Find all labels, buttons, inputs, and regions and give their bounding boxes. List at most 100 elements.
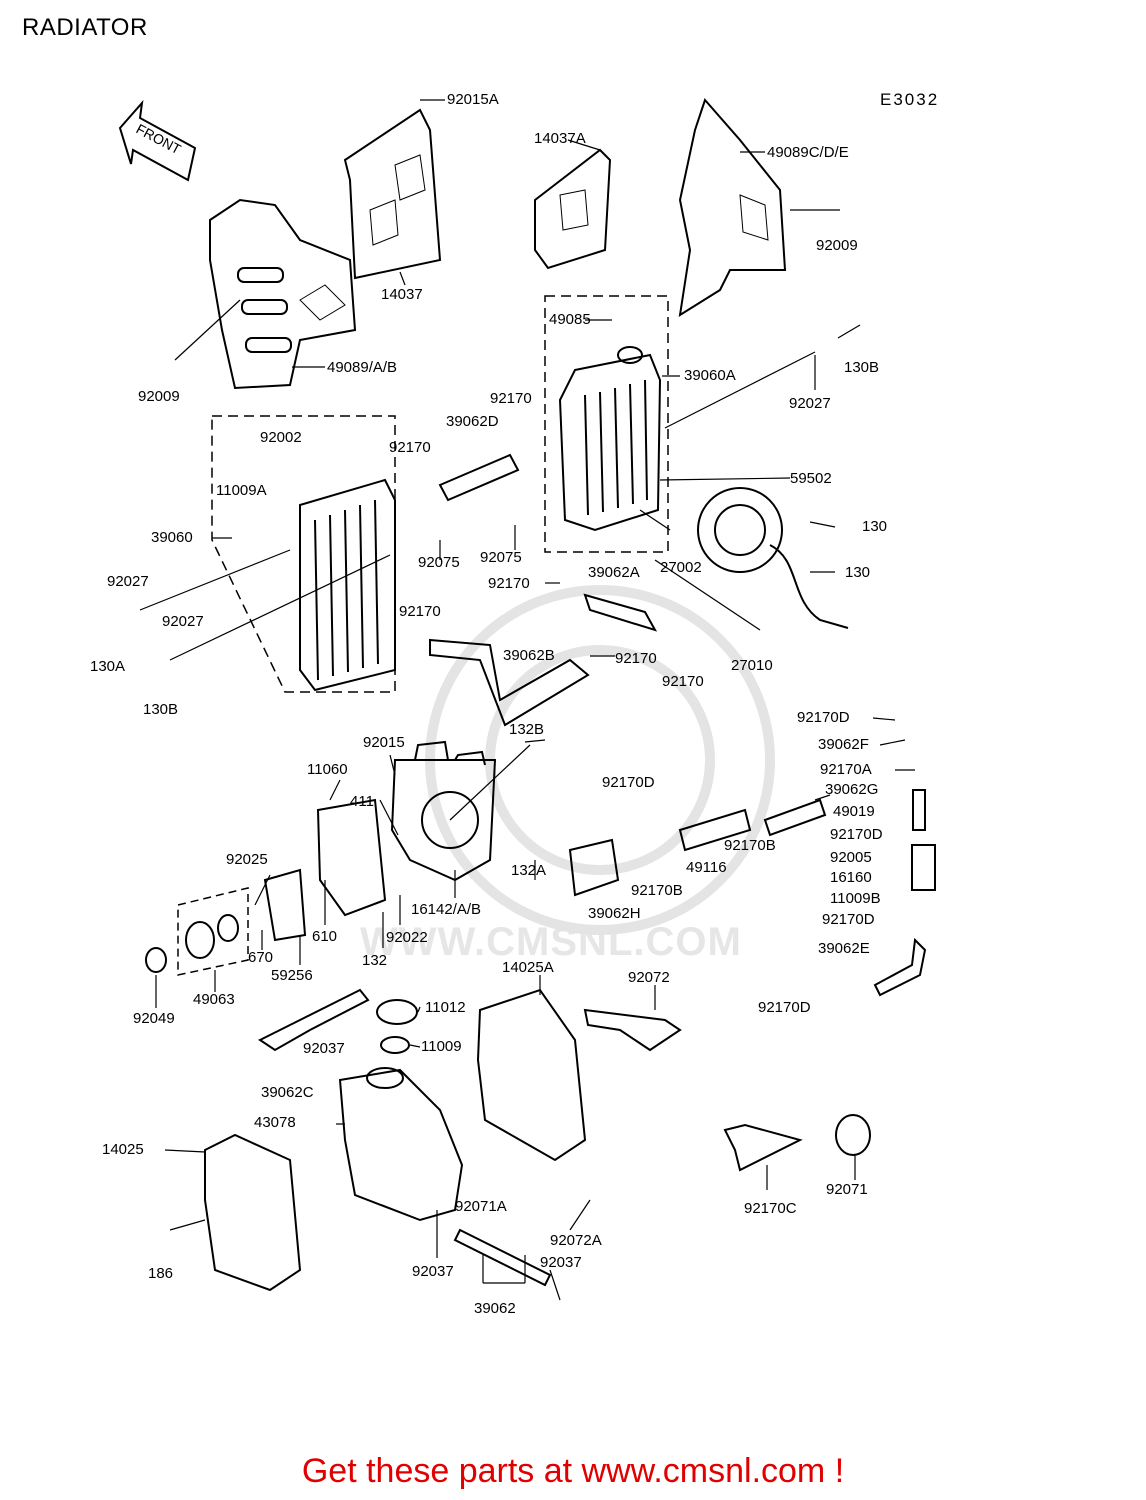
part-label[interactable]: 92009 bbox=[138, 388, 180, 405]
part-label[interactable]: 14025 bbox=[102, 1141, 144, 1158]
part-label[interactable]: 14037A bbox=[534, 130, 586, 147]
part-label[interactable]: 92009 bbox=[816, 237, 858, 254]
part-label[interactable]: 49085 bbox=[549, 311, 591, 328]
part-label[interactable]: 92170D bbox=[830, 826, 883, 843]
part-label[interactable]: 92049 bbox=[133, 1010, 175, 1027]
overflow-hose-39062 bbox=[453, 1228, 552, 1287]
part-label[interactable]: 92027 bbox=[162, 613, 204, 630]
part-label[interactable]: 92170D bbox=[797, 709, 850, 726]
part-label[interactable]: 92037 bbox=[303, 1040, 345, 1057]
part-label[interactable]: 39062D bbox=[446, 413, 499, 430]
part-label[interactable]: 92170D bbox=[758, 999, 811, 1016]
part-label[interactable]: 49019 bbox=[833, 803, 875, 820]
part-label[interactable]: 11009B bbox=[830, 890, 881, 907]
part-label[interactable]: 92170 bbox=[399, 603, 441, 620]
part-label[interactable]: 14037 bbox=[381, 286, 423, 303]
part-label[interactable]: 92072A bbox=[550, 1232, 602, 1249]
part-label[interactable]: 92072 bbox=[628, 969, 670, 986]
part-label[interactable]: 39062C bbox=[261, 1084, 314, 1101]
part-label[interactable]: 92170B bbox=[631, 882, 683, 899]
right-radiator-part bbox=[558, 346, 662, 532]
part-label[interactable]: 130B bbox=[143, 701, 179, 718]
reservoir-cover-14025 bbox=[204, 1133, 302, 1292]
part-label[interactable]: 92170C bbox=[744, 1200, 797, 1217]
part-label[interactable]: 92025 bbox=[226, 851, 268, 868]
pipe-49019 bbox=[912, 789, 926, 831]
part-label[interactable]: 610 bbox=[312, 928, 338, 945]
part-label[interactable]: 92022 bbox=[386, 929, 428, 946]
part-label[interactable]: 49063 bbox=[193, 991, 235, 1008]
right-radiator-group-box bbox=[544, 295, 669, 553]
part-label[interactable]: 92037 bbox=[540, 1254, 582, 1271]
part-label[interactable]: 92015A bbox=[447, 91, 499, 108]
reservoir-cover-14025a bbox=[476, 988, 587, 1162]
cooling-fan-part bbox=[697, 487, 849, 629]
hose-39062d bbox=[438, 453, 520, 502]
diagram-code: E3032 bbox=[880, 90, 940, 109]
part-label[interactable]: 39060 bbox=[151, 529, 193, 546]
part-label[interactable]: 11060 bbox=[307, 761, 348, 778]
part-label[interactable]: 92170 bbox=[490, 390, 532, 407]
part-label[interactable]: 130 bbox=[845, 564, 871, 581]
part-label[interactable]: 39062B bbox=[503, 647, 555, 664]
part-label[interactable]: 59502 bbox=[790, 470, 832, 487]
part-label[interactable]: 186 bbox=[148, 1265, 174, 1282]
part-label[interactable]: 92170 bbox=[615, 650, 657, 667]
part-label[interactable]: 411 bbox=[350, 793, 374, 810]
part-label[interactable]: 39062 bbox=[474, 1300, 516, 1317]
part-label[interactable]: 27002 bbox=[660, 559, 702, 576]
part-label[interactable]: 130B bbox=[844, 359, 880, 376]
part-label[interactable]: 11012 bbox=[425, 999, 466, 1016]
part-label[interactable]: 14025A bbox=[502, 959, 554, 976]
part-label[interactable]: 39062H bbox=[588, 905, 641, 922]
part-label[interactable]: 92170B bbox=[724, 837, 776, 854]
part-label[interactable]: 130 bbox=[862, 518, 888, 535]
part-label[interactable]: 92170 bbox=[488, 575, 530, 592]
part-label[interactable]: 49116 bbox=[686, 859, 727, 876]
part-label[interactable]: 39062F bbox=[818, 736, 869, 753]
part-label[interactable]: 92027 bbox=[107, 573, 149, 590]
part-label[interactable]: 49089C/D/E bbox=[767, 144, 849, 161]
part-label[interactable]: 39062G bbox=[825, 781, 879, 798]
part-label[interactable]: 43078 bbox=[254, 1114, 296, 1131]
part-label[interactable]: 92170D bbox=[602, 774, 655, 791]
part-label[interactable]: 11009 bbox=[421, 1038, 462, 1055]
hose-39062e bbox=[873, 937, 927, 997]
footer-link[interactable]: Get these parts at www.cmsnl.com ! bbox=[301, 1452, 845, 1490]
part-label[interactable]: 11009A bbox=[216, 482, 267, 499]
right-shroud-part bbox=[678, 98, 787, 318]
part-label[interactable]: 132A bbox=[511, 862, 547, 879]
part-label[interactable]: 39060A bbox=[684, 367, 736, 384]
part-label[interactable]: 92037 bbox=[412, 1263, 454, 1280]
part-label[interactable]: 16142/A/B bbox=[411, 901, 482, 918]
part-label[interactable]: 39062A bbox=[588, 564, 640, 581]
reservoir-cap-part bbox=[376, 999, 418, 1025]
part-label[interactable]: 92075 bbox=[480, 549, 522, 566]
part-label[interactable]: 92015 bbox=[363, 734, 405, 751]
part-label[interactable]: 92005 bbox=[830, 849, 872, 866]
part-label[interactable]: 27010 bbox=[731, 657, 773, 674]
part-label[interactable]: 92071 bbox=[826, 1181, 868, 1198]
part-label[interactable]: 670 bbox=[248, 949, 274, 966]
part-label[interactable]: 49089/A/B bbox=[327, 359, 398, 376]
hose-39062g bbox=[763, 798, 827, 837]
part-label[interactable]: 92170D bbox=[822, 911, 875, 928]
part-label[interactable]: 92027 bbox=[789, 395, 831, 412]
part-label[interactable]: 92002 bbox=[260, 429, 302, 446]
part-label[interactable]: 92170A bbox=[820, 761, 872, 778]
part-label[interactable]: 92170 bbox=[389, 439, 431, 456]
oil-seal-92049 bbox=[145, 947, 167, 973]
part-label[interactable]: 130A bbox=[90, 658, 126, 675]
part-label[interactable]: 92170 bbox=[662, 673, 704, 690]
part-label[interactable]: 92071A bbox=[455, 1198, 507, 1215]
part-label[interactable]: 132 bbox=[362, 952, 388, 969]
part-label[interactable]: 39062E bbox=[818, 940, 870, 957]
left-radiator-part bbox=[299, 478, 396, 692]
grommet-92071 bbox=[835, 1114, 871, 1156]
part-label[interactable]: 132B bbox=[509, 721, 545, 738]
part-label[interactable]: 59256 bbox=[271, 967, 313, 984]
part-label[interactable]: 16160 bbox=[830, 869, 872, 886]
part-label[interactable]: 92075 bbox=[418, 554, 460, 571]
left-radiator-screen-part bbox=[343, 108, 442, 280]
